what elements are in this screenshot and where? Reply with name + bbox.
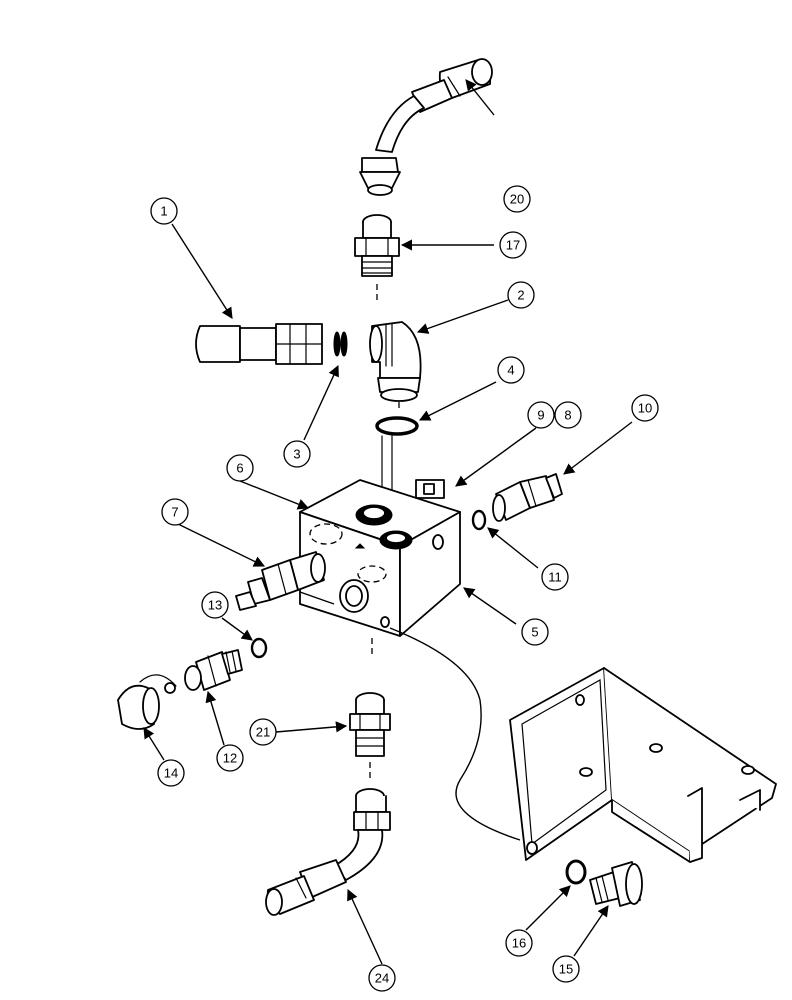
callout-label: 15 — [559, 962, 573, 977]
callout-2: 2 — [507, 281, 535, 309]
elbow-fitting-part-2 — [369, 321, 422, 412]
callout-10: 10 — [631, 394, 659, 422]
lower-hose-part-24 — [265, 788, 391, 916]
callout-7: 7 — [161, 498, 189, 526]
adapter-part-17 — [354, 214, 400, 300]
callout-20: 20 — [503, 185, 531, 213]
callout-label: 10 — [638, 401, 652, 416]
o-ring-part-3 — [333, 331, 348, 357]
callout-label: 4 — [507, 363, 514, 378]
callout-13: 13 — [201, 591, 229, 619]
washer-part-16 — [565, 859, 587, 885]
callout-8: 8 — [554, 401, 582, 429]
callout-label: 1 — [160, 204, 167, 219]
callout-3: 3 — [283, 440, 311, 468]
callout-label: 13 — [208, 598, 222, 613]
bolt-part-15 — [589, 861, 643, 907]
callout-1: 1 — [150, 197, 178, 225]
callout-4: 4 — [497, 356, 525, 384]
sensor-part-10 — [492, 473, 563, 522]
callout-24: 24 24 — [368, 964, 396, 992]
adapter-part-21 — [349, 692, 391, 780]
o-ring-part-13 — [250, 637, 268, 659]
o-ring-part-11 — [471, 509, 487, 531]
callout-label: 2 — [517, 288, 524, 303]
callout-11: 11 — [541, 563, 569, 591]
callout-17: 17 — [499, 231, 527, 259]
callout-label: 3 — [293, 447, 300, 462]
callout-21: 21 — [249, 718, 277, 746]
callout-16: 16 — [505, 929, 533, 957]
callout-15: 15 — [552, 955, 580, 983]
callout-label: 9 — [537, 408, 544, 423]
callout-12: 12 — [216, 744, 244, 772]
callout-label: 6 — [236, 461, 243, 476]
fitting-part-12 — [184, 649, 243, 691]
callout-label: 21 — [256, 725, 270, 740]
callout-label: 14 — [164, 766, 178, 781]
callout-5: 5 — [521, 618, 549, 646]
upper-hose-part-20 — [359, 58, 493, 196]
callout-label: 8 — [564, 408, 571, 423]
callout-label: 12 — [223, 751, 237, 766]
o-ring-part-4 — [375, 416, 419, 436]
callout-14: 14 — [157, 759, 185, 787]
leader-lines — [143, 79, 633, 965]
callout-label: 7 — [171, 505, 178, 520]
callout-label: 11 — [548, 570, 562, 585]
callout-label: 16 — [512, 936, 526, 951]
callout-label-24: 24 — [375, 971, 389, 986]
valve-cartridge-part-7 — [235, 551, 335, 611]
callout-6: 6 — [226, 454, 254, 482]
callout-label: 17 — [506, 238, 520, 253]
callout-9: 9 — [527, 401, 555, 429]
valve-block-part-5 — [299, 479, 461, 656]
straight-hose-part-1 — [195, 323, 323, 365]
dust-cap-part-14 — [117, 674, 177, 730]
callout-label: 20 — [510, 192, 524, 207]
callout-label: 5 — [531, 625, 538, 640]
mounting-bracket — [389, 627, 777, 863]
